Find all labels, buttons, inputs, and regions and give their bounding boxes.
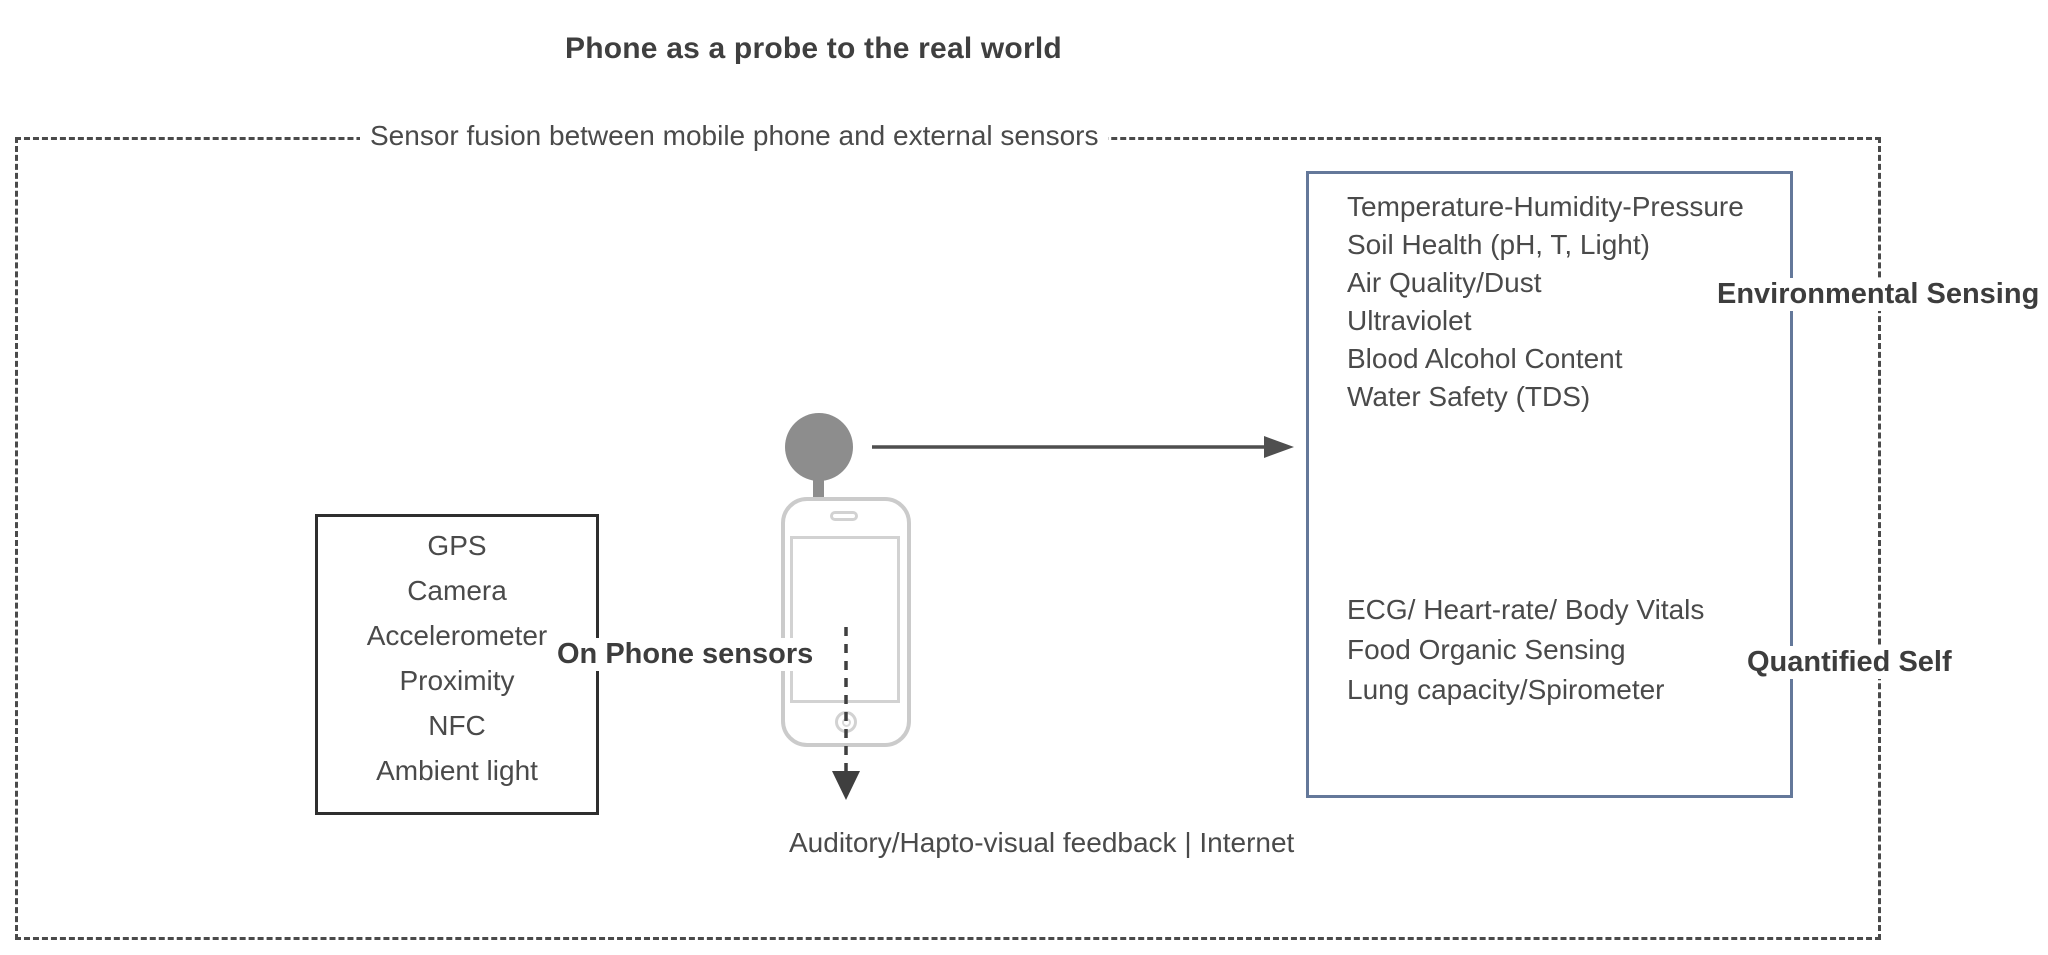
phone-speaker-icon <box>830 511 858 521</box>
environmental-item: Temperature-Humidity-Pressure <box>1347 191 1744 222</box>
probe-connector <box>813 478 824 500</box>
quantified-self-item: Lung capacity/Spirometer <box>1347 674 1665 705</box>
on-phone-sensors-label: On Phone sensors <box>551 638 820 671</box>
environmental-sensing-label: Environmental Sensing <box>1712 278 2045 311</box>
page-title: Phone as a probe to the real world <box>565 32 1062 65</box>
environmental-item: Water Safety (TDS) <box>1347 381 1591 412</box>
phone-sensor-item: Camera <box>407 575 507 606</box>
probe-sensor-icon <box>785 413 853 481</box>
quantified-self-item: Food Organic Sensing <box>1347 634 1626 665</box>
phone-sensor-item: Ambient light <box>376 755 538 786</box>
quantified-self-label: Quantified Self <box>1742 646 1957 679</box>
external-sensors-box: Temperature-Humidity-Pressure Soil Healt… <box>1306 171 1793 798</box>
quantified-self-list: ECG/ Heart-rate/ Body Vitals Food Organi… <box>1347 590 1704 710</box>
phone-sensor-item: GPS <box>427 530 487 561</box>
phone-screen <box>790 536 900 703</box>
quantified-self-item: ECG/ Heart-rate/ Body Vitals <box>1347 594 1705 625</box>
feedback-internet-label: Auditory/Hapto-visual feedback | Interne… <box>789 827 1295 858</box>
phone-to-external-arrow <box>872 436 1294 458</box>
phone-sensor-item: NFC <box>428 710 486 741</box>
environmental-item: Soil Health (pH, T, Light) <box>1347 229 1650 260</box>
sensor-fusion-label: Sensor fusion between mobile phone and e… <box>360 120 1109 152</box>
phone-sensor-item: Accelerometer <box>366 620 548 651</box>
sensor-fusion-boundary: Sensor fusion between mobile phone and e… <box>15 120 1881 940</box>
phone-sensor-item: Proximity <box>399 665 515 696</box>
environmental-item: Air Quality/Dust <box>1347 267 1542 298</box>
feedback-arrow <box>832 627 860 800</box>
environmental-item: Ultraviolet <box>1347 305 1472 336</box>
dashed-arrow-head-icon <box>832 771 860 800</box>
environmental-sensing-list: Temperature-Humidity-Pressure Soil Healt… <box>1347 188 1744 416</box>
arrow-head-icon <box>1264 436 1294 458</box>
environmental-item: Blood Alcohol Content <box>1347 343 1623 374</box>
